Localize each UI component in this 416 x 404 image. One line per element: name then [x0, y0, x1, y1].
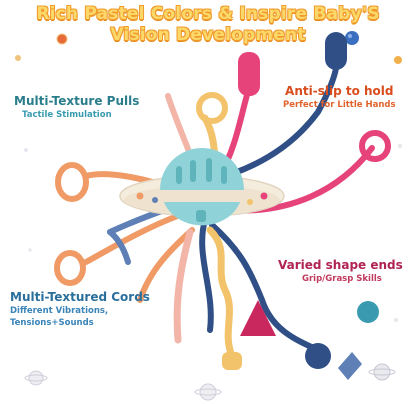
planet-icon: [345, 31, 359, 45]
callout-title: Multi-Textured Cords: [10, 290, 150, 304]
callout-varied-shape-ends: Varied shape ends Grip/Grasp Skills: [278, 258, 403, 284]
planet-icon: [194, 383, 222, 401]
callout-subtitle: Grip/Grasp Skills: [302, 274, 382, 284]
blue-teether: [338, 352, 362, 380]
planet-icon: [24, 370, 48, 386]
orange-teether: [54, 162, 89, 286]
navy-teether: [305, 32, 347, 369]
callout-anti-slip: Anti-slip to hold Perfect for Little Han…: [283, 84, 396, 110]
yellow-teether: [196, 92, 242, 370]
callout-multi-texture-pulls: Multi-Texture Pulls Tactile Stimulation: [14, 94, 139, 120]
callout-subtitle-line-1: Different Vibrations,: [10, 306, 109, 316]
callout-subtitle-line-2: Tensions+Sounds: [10, 318, 94, 328]
sensory-ball: [160, 148, 244, 226]
pink-teether: [238, 52, 391, 336]
callout-title: Anti-slip to hold: [285, 84, 394, 98]
teal-teether: [357, 301, 379, 323]
headline-line-2: Vision Development: [110, 25, 306, 45]
spark-icon: [24, 144, 402, 322]
headline-line-1: Rich Pastel Colors & Inspire Baby'S: [36, 4, 380, 24]
callout-subtitle: Perfect for Little Hands: [283, 100, 396, 110]
callout-title: Varied shape ends: [278, 258, 403, 272]
callout-title: Multi-Texture Pulls: [14, 94, 140, 108]
callout-multi-textured-cords: Multi-Textured Cords Different Vibration…: [10, 290, 150, 328]
navy-pull-cord: [199, 65, 339, 353]
planet-icon: [15, 55, 402, 64]
planet-icon: [368, 363, 396, 381]
planet-icon: [56, 33, 68, 45]
peach-pull-cord: [173, 228, 194, 344]
callout-subtitle: Tactile Stimulation: [22, 110, 112, 120]
